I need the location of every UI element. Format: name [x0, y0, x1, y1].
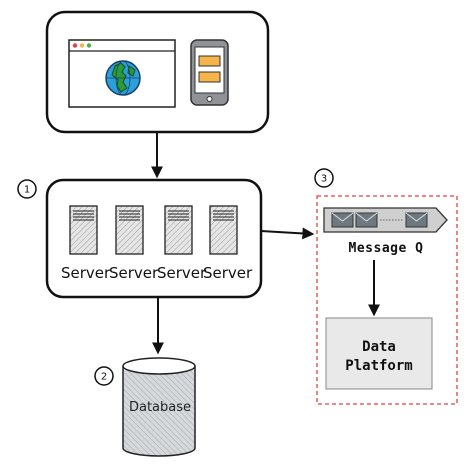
- server-label: Server: [203, 264, 253, 282]
- server-rack-icon: [69, 205, 98, 255]
- server-label: Server: [61, 264, 111, 282]
- message-queue-icon: [323, 207, 448, 233]
- server-rack-icon: [209, 205, 238, 255]
- marker-2: 2: [94, 366, 114, 386]
- clients-box: [45, 10, 270, 134]
- servers-box: Server Server Server Server: [45, 178, 263, 299]
- message-queue-label: Message Q: [349, 241, 424, 256]
- messaging-group: Message Q Data Platform: [316, 195, 458, 405]
- database-cylinder-icon: Database: [122, 357, 196, 457]
- database-label: Database: [129, 400, 191, 415]
- globe-icon: [105, 60, 141, 96]
- envelope-icon: [405, 212, 428, 228]
- marker-3: 3: [314, 168, 334, 188]
- browser-window-icon: [68, 39, 176, 108]
- server-label: Server: [157, 264, 207, 282]
- server-rack-icon: [164, 205, 193, 255]
- marker-2-label: 2: [101, 372, 107, 383]
- marker-1-label: 1: [24, 185, 30, 196]
- envelope-icon: [355, 212, 378, 228]
- data-platform-label-line1: Data: [362, 339, 396, 355]
- data-platform-label-line2: Platform: [345, 358, 412, 374]
- server-label: Server: [109, 264, 159, 282]
- marker-3-label: 3: [321, 174, 327, 185]
- arrow-servers-to-queue: [260, 227, 315, 240]
- server-rack-icon: [115, 205, 144, 255]
- tablet-icon: [190, 39, 229, 106]
- envelope-icon: [331, 212, 354, 228]
- data-platform-box: Data Platform: [325, 317, 433, 390]
- marker-1: 1: [17, 179, 37, 199]
